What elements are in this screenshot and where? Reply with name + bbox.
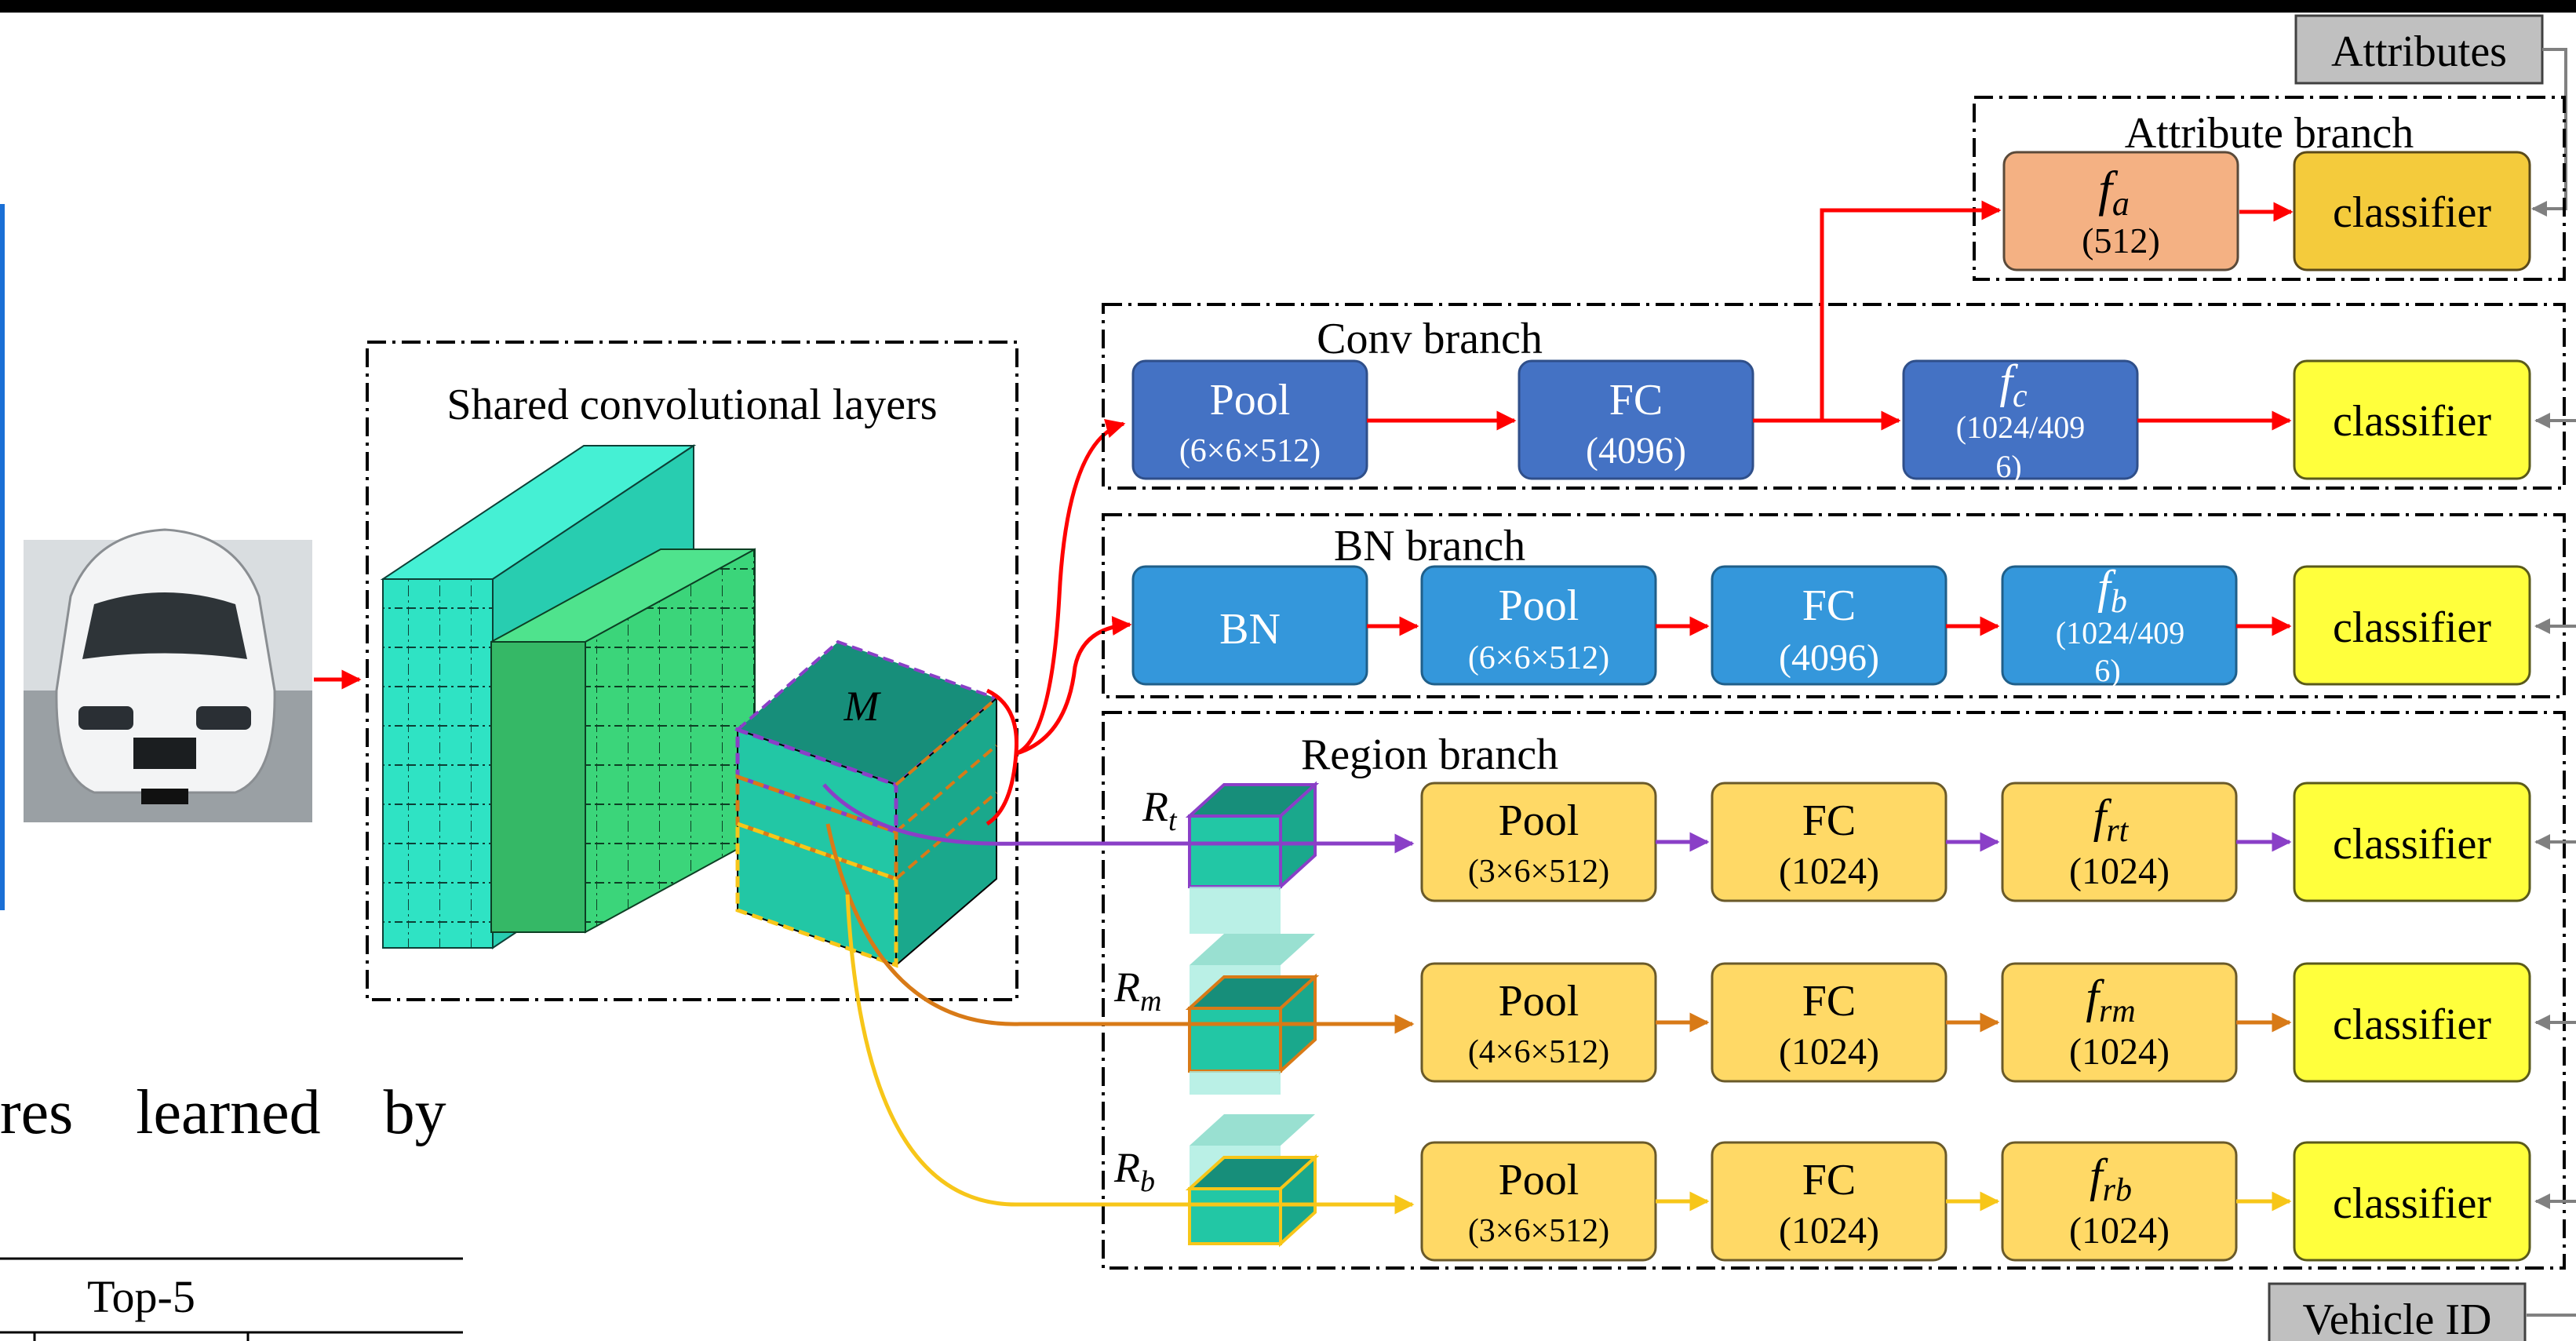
shared-conv-box [366, 341, 1018, 1001]
top-rule [0, 0, 2576, 13]
conv-fc-label: FC [1609, 376, 1663, 425]
region-row-top: Rt Pool (3×6×512) FC (1024) frt (1024) c… [822, 781, 2576, 934]
region-label-middle: Rm [1113, 964, 1161, 1018]
frm-symbol: frm [2086, 971, 2135, 1029]
fa-dim: (512) [2082, 220, 2160, 261]
arrow-conv-to-fa [1820, 200, 2002, 421]
fc-dim-line1: (1024/409 [1956, 410, 2085, 445]
rt-fc-dim: (1024) [1779, 851, 1879, 892]
conv-branch-title: Conv branch [1317, 315, 1543, 363]
rm-classifier-label: classifier [2333, 1000, 2491, 1049]
vehicle-id-label: Vehicle ID [2302, 1295, 2491, 1341]
caption-fragment: res learned by [0, 1078, 446, 1147]
rt-classifier-label: classifier [2333, 820, 2491, 869]
feature-map-m [734, 640, 1000, 968]
region-row-middle: Rm Pool (4×6×512) FC (1024) frm (1024) c… [825, 823, 2576, 1095]
attribute-branch-title: Attribute branch [2125, 109, 2414, 158]
region-row-bottom: Rb Pool (3×6×512) FC (1024) frb (1024) c… [845, 894, 2576, 1262]
m-label: M [843, 683, 882, 730]
feature-block-2 [490, 548, 756, 934]
region-branch-title: Region branch [1301, 731, 1558, 779]
arrow-to-conv [1015, 419, 1126, 756]
region-cube-top [1185, 781, 1320, 934]
rt-classifier-box [2293, 782, 2531, 902]
attribute-branch-box [1973, 96, 2566, 281]
region-label-top: Rt [1142, 783, 1178, 837]
rm-fc-dim: (1024) [1779, 1031, 1879, 1073]
region-cube-bottom [1185, 1114, 1320, 1248]
conv-pool-dim: (6×6×512) [1179, 433, 1321, 469]
fa-box [2002, 151, 2239, 271]
rm-classifier-box [2293, 962, 2531, 1083]
bn-branch-title: BN branch [1334, 522, 1525, 570]
attribute-classifier-box [2293, 151, 2531, 271]
conv-pool-label: Pool [1210, 376, 1291, 425]
fc-dim-line2: 6) [1995, 449, 2021, 484]
bn-fc-dim: (4096) [1779, 637, 1879, 679]
car-image [24, 528, 312, 822]
rb-fc-label: FC [1802, 1156, 1856, 1204]
rb-pool-label: Pool [1499, 1156, 1579, 1204]
conv-classifier-label: classifier [2333, 397, 2491, 446]
attribute-classifier-label: classifier [2333, 188, 2491, 237]
fb-dim-line1: (1024/409 [2056, 615, 2184, 650]
bn-pool-dim: (6×6×512) [1468, 640, 1609, 676]
rt-fc-label: FC [1802, 796, 1856, 845]
purple-path [822, 783, 1415, 854]
frb-dim: (1024) [2069, 1210, 2170, 1252]
rb-classifier-label: classifier [2333, 1179, 2491, 1228]
rm-pool-dim: (4×6×512) [1468, 1034, 1609, 1070]
bn-label: BN [1219, 605, 1281, 654]
m-bracket [986, 688, 1019, 826]
shared-conv-title: Shared convolutional layers [446, 381, 937, 429]
rb-classifier-box [2293, 1141, 2531, 1262]
rt-pool-label: Pool [1499, 796, 1579, 845]
vehicle-id-box [2268, 1282, 2527, 1341]
conv-classifier-box [2293, 359, 2531, 480]
bn-classifier-label: classifier [2333, 603, 2491, 652]
attributes-box [2294, 14, 2544, 85]
conv-fc-dim: (4096) [1586, 430, 1686, 472]
left-edge-strip [0, 204, 5, 910]
orange-path [825, 823, 1415, 1034]
region-cube-middle [1185, 934, 1320, 1095]
rm-fc-label: FC [1802, 977, 1856, 1026]
bn-fc-label: FC [1802, 581, 1856, 630]
rm-pool-label: Pool [1499, 977, 1579, 1026]
attributes-label: Attributes [2331, 27, 2507, 76]
rb-fc-dim: (1024) [1779, 1210, 1879, 1252]
region-label-bottom: Rb [1113, 1144, 1155, 1198]
bn-branch-box [1102, 513, 2566, 698]
conv-branch-box [1102, 303, 2566, 490]
rb-pool-dim: (3×6×512) [1468, 1213, 1609, 1249]
frt-dim: (1024) [2069, 851, 2170, 892]
bn-classifier-box [2293, 565, 2531, 686]
fc-symbol: fc [1999, 355, 2028, 414]
bn-pool-label: Pool [1499, 581, 1579, 630]
rt-pool-dim: (3×6×512) [1468, 854, 1609, 890]
arrow-to-bn [1016, 616, 1132, 756]
frm-dim: (1024) [2069, 1031, 2170, 1073]
fb-dim-line2: 6) [2094, 653, 2120, 688]
region-branch-box [1102, 711, 2566, 1270]
yellow-path [845, 894, 1415, 1215]
table-header-top5: Top-5 [87, 1271, 195, 1322]
